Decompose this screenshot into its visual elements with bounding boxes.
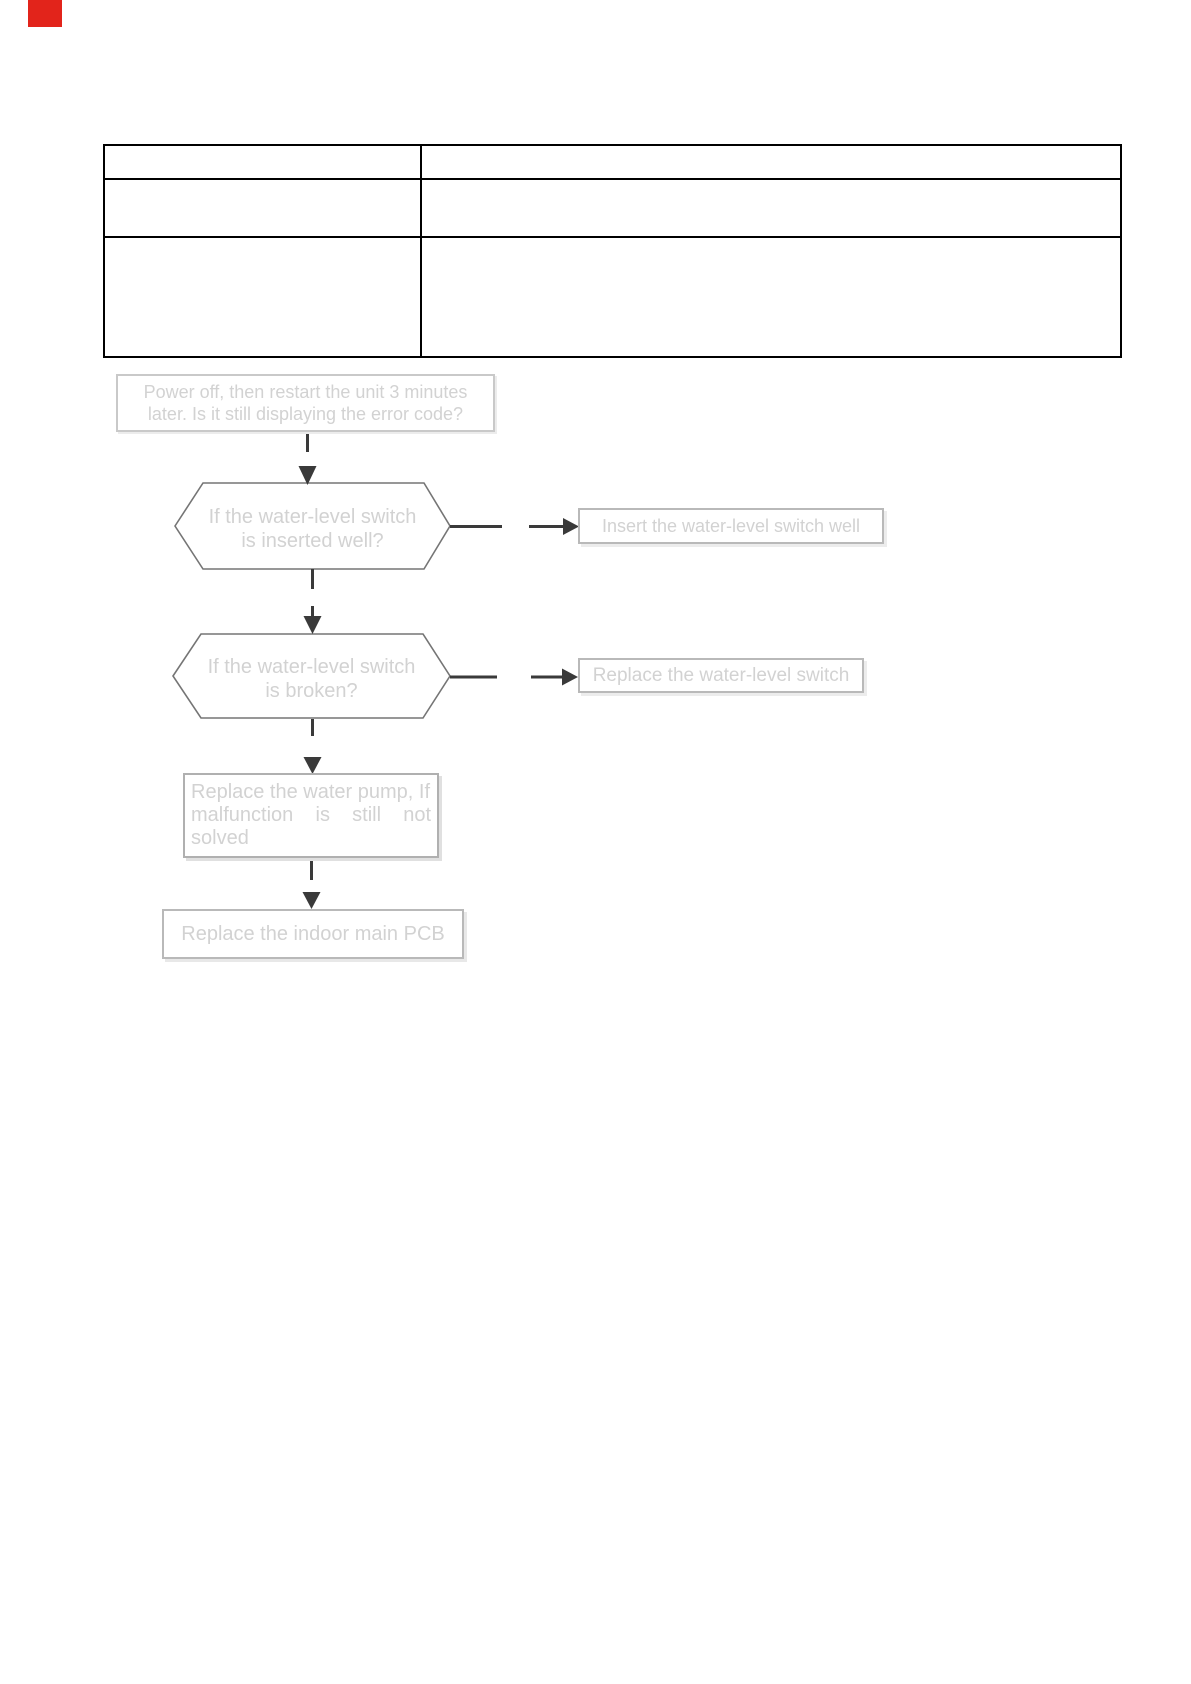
action-box-replace-switch: Replace the water-level switch (578, 658, 864, 693)
red-corner-marker (28, 0, 62, 27)
arrowhead-down-3 (303, 757, 322, 774)
decision2-label: If the water-level switch is broken? (207, 656, 416, 702)
table-cell (103, 236, 422, 358)
arrowhead-right-2 (562, 668, 578, 686)
table-cell (420, 236, 1122, 358)
arrowhead-right-1 (563, 518, 579, 535)
table-cell (420, 144, 1122, 180)
info-table (103, 144, 1122, 358)
table-row (103, 144, 1122, 180)
table-cell (420, 178, 1122, 238)
start-box: Power off, then restart the unit 3 minut… (116, 374, 495, 432)
arrowhead-down-4 (302, 892, 321, 909)
final-box-replace-pcb: Replace the indoor main PCB (162, 909, 464, 959)
table-cell (103, 178, 422, 238)
arrowhead-down-1 (298, 466, 317, 485)
process-box-replace-pump: Replace the water pump, If malfunction i… (183, 773, 439, 858)
decision1-label: If the water-level switch is inserted we… (208, 506, 417, 552)
arrowhead-down-2 (303, 616, 322, 634)
action-box-insert-switch: Insert the water-level switch well (578, 508, 884, 544)
table-row (103, 178, 1122, 238)
table-cell (103, 144, 422, 180)
table-row (103, 236, 1122, 358)
